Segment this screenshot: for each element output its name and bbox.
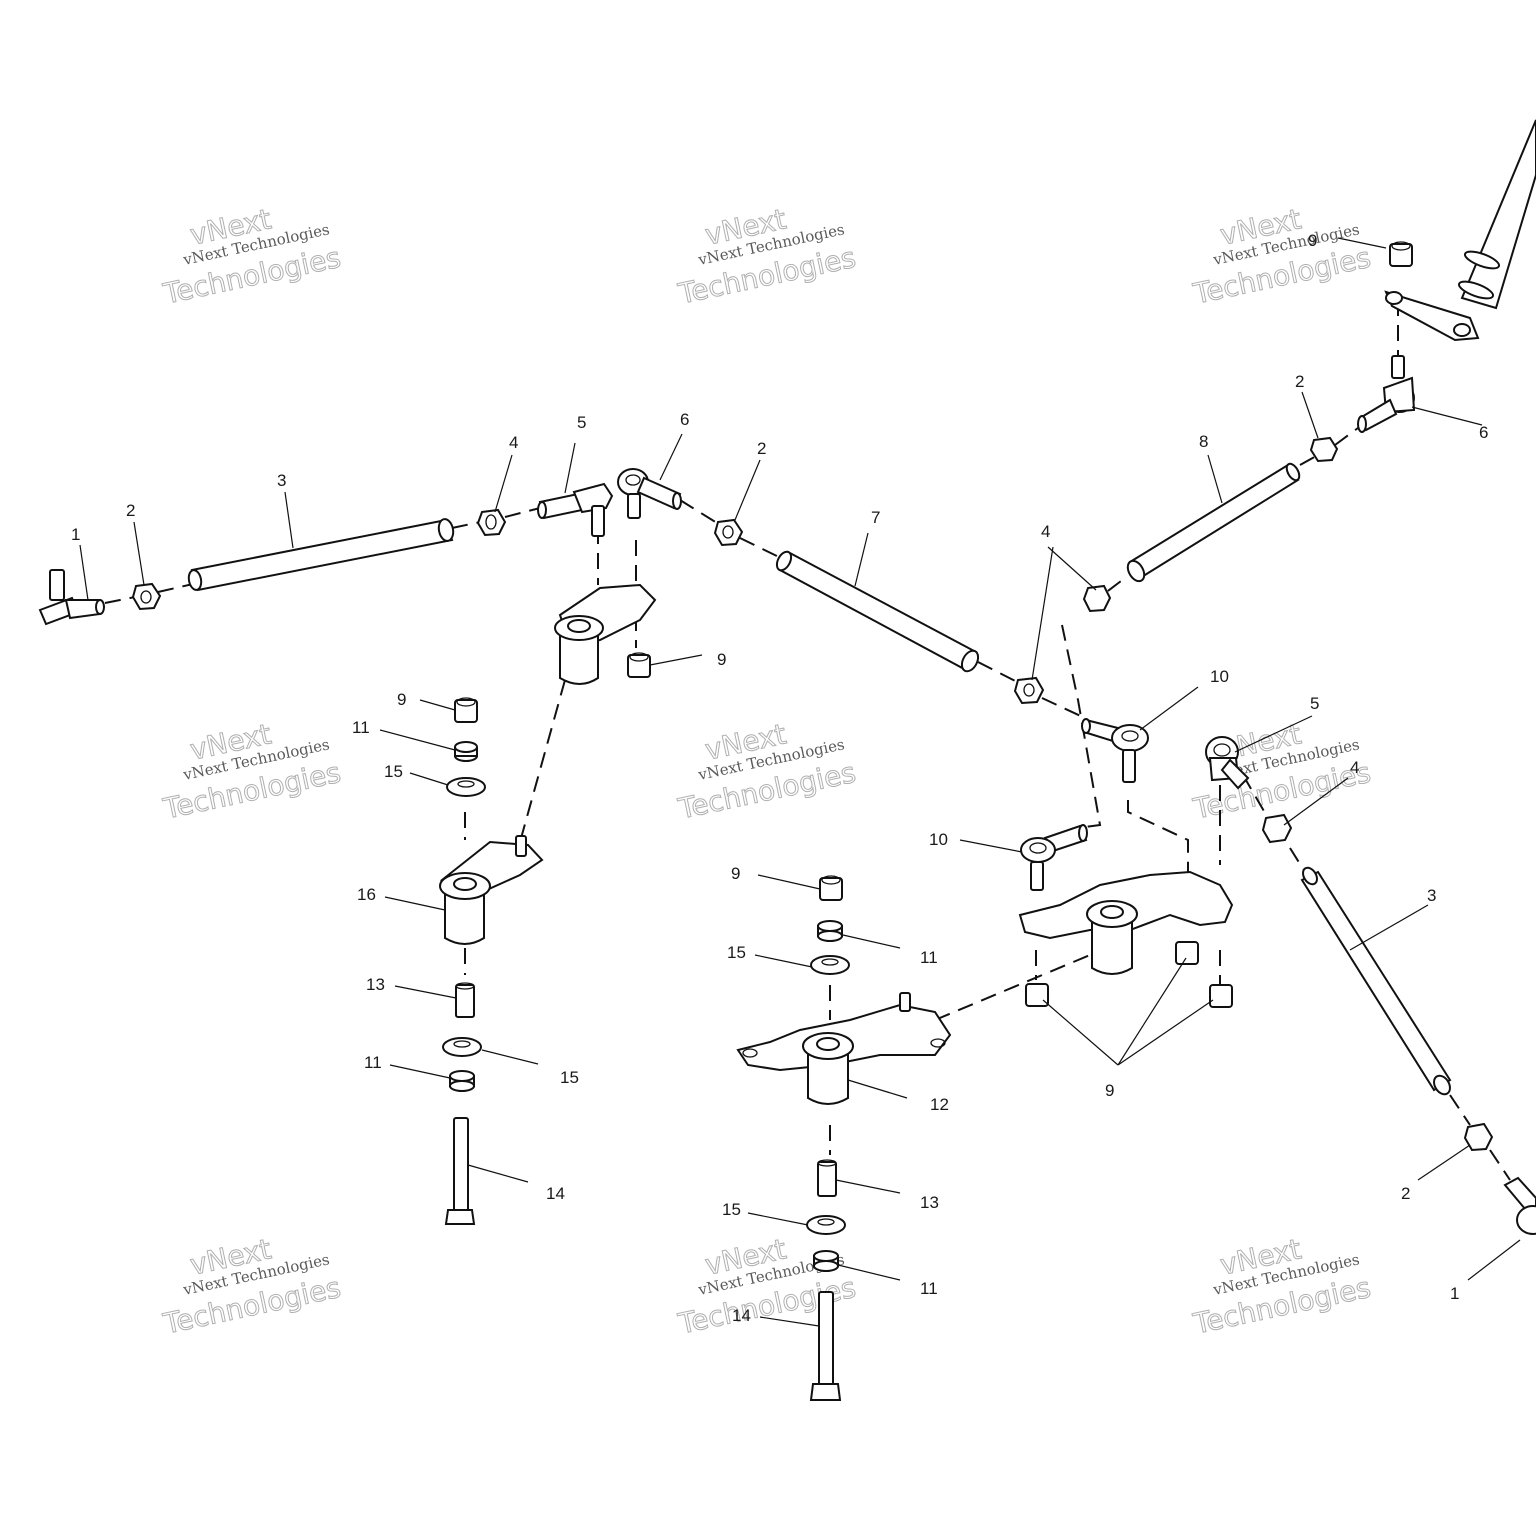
part-2-jam-nut-left <box>131 582 162 611</box>
part-6-ball-joint-center <box>617 468 682 519</box>
part-15-washer-lower-center <box>806 1215 846 1235</box>
callout-2-upper-right: 2 <box>1295 372 1304 391</box>
watermark-middle-right: vNext vNext Technologies Technologies <box>1189 717 1374 826</box>
callout-15-lower-center: 15 <box>722 1200 741 1219</box>
part-7-tie-rod-center <box>775 550 980 673</box>
callout-11-upper-left: 11 <box>352 718 370 737</box>
part-9-nut-center-stack <box>819 875 843 901</box>
callout-9-left-arm: 9 <box>717 650 726 669</box>
part-2-jam-nut-lower-right <box>1463 1122 1494 1152</box>
callout-5-right: 5 <box>1310 694 1319 713</box>
callout-9-left-stack: 9 <box>397 690 406 709</box>
callout-11-lower-center: 11 <box>920 1279 938 1298</box>
part-16-steering-arm-lower-left <box>439 835 544 945</box>
watermark-top-left: vNext vNext Technologies Technologies <box>159 202 344 311</box>
callout-9-plate: 9 <box>1105 1081 1114 1100</box>
part-6-ball-joint-upper-right <box>1357 355 1416 433</box>
watermark-top-center: vNext vNext Technologies Technologies <box>674 202 859 311</box>
part-3-tie-rod-left <box>187 518 455 592</box>
watermark-bottom-left: vNext vNext Technologies Technologies <box>159 1232 344 1341</box>
part-14-bolt-center <box>809 1291 842 1401</box>
callout-11-lower-left: 11 <box>364 1053 382 1072</box>
steering-plate-right <box>1018 870 1234 975</box>
part-8-tie-rod-upper-right <box>1126 462 1301 583</box>
part-15-washer-lower-left <box>442 1037 482 1057</box>
part-9-nut-left-arm <box>627 652 651 678</box>
part-10-ball-joint-lower <box>1020 824 1088 891</box>
watermark-bottom-right: vNext vNext Technologies Technologies <box>1189 1232 1374 1341</box>
part-5-ball-joint-right <box>1205 736 1250 790</box>
part-12-steering-arm-center <box>736 992 952 1105</box>
callout-14-left: 14 <box>546 1184 565 1203</box>
callout-4-right: 4 <box>1350 758 1359 777</box>
part-13-spacer-left <box>455 982 475 1018</box>
part-9-nut-plate-c <box>1209 984 1233 1008</box>
watermark-middle-left: vNext vNext Technologies Technologies <box>159 717 344 826</box>
callout-labels: 1 2 3 4 5 6 2 7 9 9 11 15 16 13 11 15 14… <box>71 231 1488 1325</box>
part-11-bushing-lower-center <box>813 1250 839 1272</box>
callout-4-left: 4 <box>509 433 518 452</box>
part-15-washer-upper-center <box>810 955 850 975</box>
callout-12: 12 <box>930 1095 949 1114</box>
callout-15-upper-center: 15 <box>727 943 746 962</box>
part-15-washer-upper-left <box>446 777 486 797</box>
callout-7: 7 <box>871 508 880 527</box>
part-9-nut-plate-b <box>1175 941 1199 965</box>
part-14-bolt-left <box>444 1117 476 1225</box>
part-9-nut-upper-right <box>1389 241 1413 267</box>
part-3-tie-rod-right <box>1300 866 1452 1096</box>
part-11-bushing-upper-center <box>817 920 843 942</box>
callout-6-center: 6 <box>680 410 689 429</box>
callout-2-left: 2 <box>126 501 135 520</box>
part-2-jam-nut-center <box>713 518 744 547</box>
callout-6-upper-right: 6 <box>1479 423 1488 442</box>
callout-2-lower-right: 2 <box>1401 1184 1410 1203</box>
part-1-tie-rod-end-left <box>38 569 106 626</box>
part-10-ball-joint-upper <box>1081 718 1149 783</box>
parts <box>38 119 1536 1401</box>
part-1-tie-rod-end-right <box>1503 1176 1536 1235</box>
part-13-spacer-center <box>817 1159 837 1197</box>
leader-lines <box>79 237 1521 1327</box>
callout-15-upper-left: 15 <box>384 762 403 781</box>
steering-column <box>1384 119 1536 342</box>
steering-arm-upper-left <box>554 583 657 685</box>
part-4-nut-center-upper <box>1082 584 1112 613</box>
watermark-top-right: vNext vNext Technologies Technologies <box>1189 202 1374 311</box>
part-5-ball-joint-left <box>537 482 614 537</box>
callout-14-center: 14 <box>732 1306 751 1325</box>
part-4-nut-right <box>1261 813 1293 844</box>
callout-13-center: 13 <box>920 1193 939 1212</box>
callout-10-upper: 10 <box>1210 667 1229 686</box>
assembly-dash-lines <box>104 300 1511 1181</box>
part-2-jam-nut-upper-right <box>1309 436 1339 463</box>
callout-11-upper-center: 11 <box>920 948 938 967</box>
callout-1-right: 1 <box>1450 1284 1459 1303</box>
callout-9-upper-right: 9 <box>1308 231 1317 250</box>
callout-3-left: 3 <box>277 471 286 490</box>
watermark-middle-center: vNext vNext Technologies Technologies <box>674 717 859 826</box>
part-11-bushing-upper-left <box>454 741 478 762</box>
part-4-nut-center-lower <box>1013 676 1045 705</box>
part-9-nut-left-stack <box>454 697 478 723</box>
callout-16: 16 <box>357 885 376 904</box>
part-11-bushing-lower-left <box>449 1070 475 1092</box>
callout-8: 8 <box>1199 432 1208 451</box>
watermarks: vNext vNext Technologies Technologies vN… <box>159 202 1374 1341</box>
callout-5-left: 5 <box>577 413 586 432</box>
part-9-nut-plate-a <box>1025 983 1049 1007</box>
callout-3-right: 3 <box>1427 886 1436 905</box>
callout-4-center: 4 <box>1041 522 1050 541</box>
callout-13-left: 13 <box>366 975 385 994</box>
callout-1-left: 1 <box>71 525 80 544</box>
callout-15-lower-left: 15 <box>560 1068 579 1087</box>
callout-10-lower: 10 <box>929 830 948 849</box>
callout-2-center: 2 <box>757 439 766 458</box>
callout-9-center-stack: 9 <box>731 864 740 883</box>
part-4-nut-left <box>476 508 507 537</box>
